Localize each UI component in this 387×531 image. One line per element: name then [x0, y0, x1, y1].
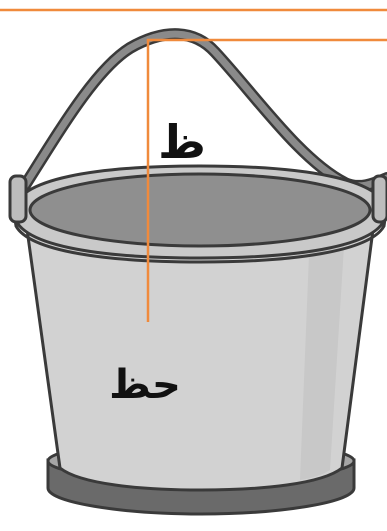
- body-word-label: حظ: [109, 362, 181, 408]
- bucket-interior: [30, 174, 370, 246]
- handle-ear-right: [373, 176, 387, 222]
- handle-ear-left: [10, 176, 26, 222]
- top-letter-label: ظ: [158, 115, 206, 169]
